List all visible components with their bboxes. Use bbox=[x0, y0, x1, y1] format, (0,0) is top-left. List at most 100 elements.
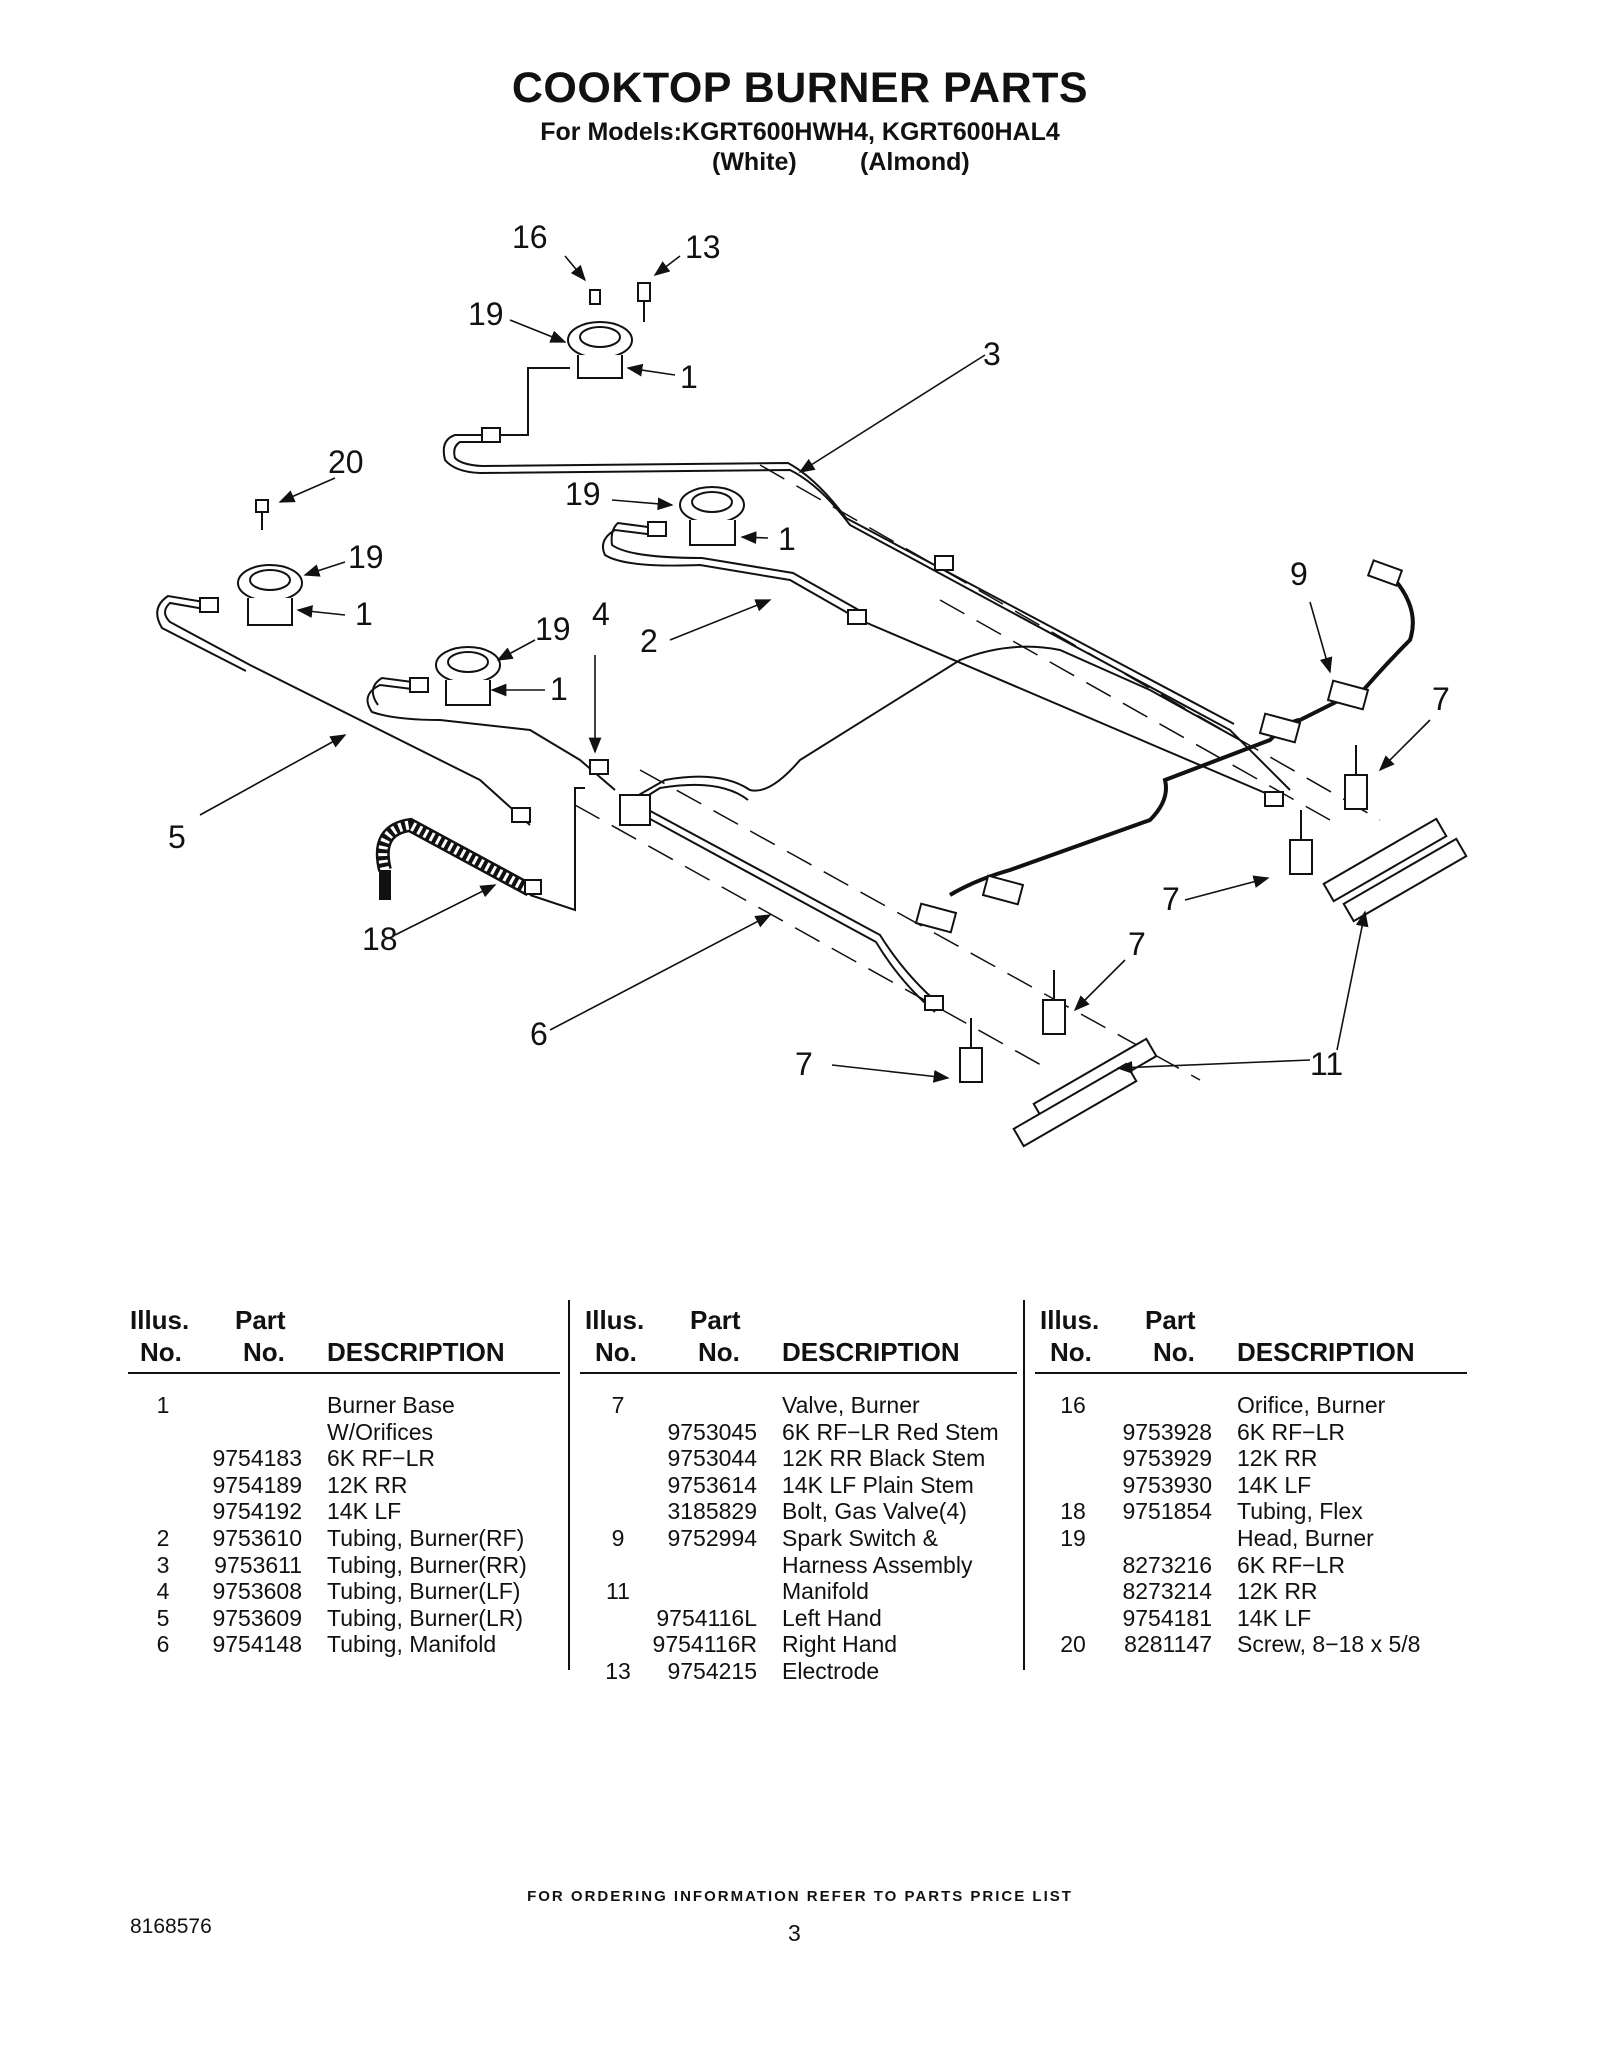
part-description: Burner Base bbox=[327, 1392, 455, 1418]
part-header: Part bbox=[1145, 1305, 1196, 1335]
fittings bbox=[199, 427, 1284, 1011]
part-description: Valve, Burner bbox=[782, 1392, 920, 1418]
spark-harness-wire bbox=[948, 578, 1415, 897]
part-description: Manifold bbox=[782, 1578, 869, 1605]
illus-number: 18 bbox=[1060, 1498, 1086, 1525]
illus-number: 13 bbox=[605, 1658, 631, 1684]
part-description: 6K RF−LR bbox=[1237, 1551, 1346, 1578]
illus-number: 9 bbox=[611, 1525, 625, 1551]
flex-tubing bbox=[375, 787, 585, 912]
part-number: 9753045 bbox=[667, 1418, 757, 1445]
callout-7: 7 bbox=[1128, 926, 1146, 962]
page-title: COOKTOP BURNER PARTS bbox=[511, 64, 1089, 112]
part-number: 8281147 bbox=[1124, 1631, 1212, 1658]
part-description: 12K RR bbox=[327, 1471, 408, 1498]
part-number: 9751854 bbox=[1122, 1498, 1212, 1525]
part-number: 3185829 bbox=[667, 1498, 757, 1525]
part-no-header: No. bbox=[1153, 1337, 1195, 1367]
part-description: Spark Switch & bbox=[782, 1525, 938, 1551]
part-number: 9753611 bbox=[214, 1551, 302, 1578]
column-divider bbox=[1023, 1300, 1025, 1670]
callout-19: 19 bbox=[535, 611, 571, 647]
callout-19: 19 bbox=[468, 296, 504, 332]
part-number: 9754116L bbox=[656, 1604, 757, 1631]
part-description: Orifice, Burner bbox=[1237, 1392, 1386, 1418]
illus-no-header: No. bbox=[140, 1337, 182, 1367]
illus-number: 19 bbox=[1060, 1525, 1086, 1551]
part-number: 9754181 bbox=[1122, 1604, 1212, 1631]
part-description: 6K RF−LR Red Stem bbox=[782, 1418, 999, 1445]
part-number: 9754189 bbox=[212, 1471, 302, 1498]
part-description: 14K LF Plain Stem bbox=[782, 1471, 974, 1498]
callout-11: 11 bbox=[1310, 1046, 1343, 1082]
part-number: 9753610 bbox=[212, 1525, 302, 1551]
callout-6: 6 bbox=[530, 1016, 548, 1052]
exploded-parts-diagram: 16 13 19 1 3 20 19 1 19 1 9 19 4 2 1 7 5… bbox=[156, 219, 1468, 1148]
part-no-header: No. bbox=[243, 1337, 285, 1367]
part-number: 9753930 bbox=[1122, 1471, 1212, 1498]
illus-number: 7 bbox=[611, 1392, 625, 1418]
part-description: W/Orifices bbox=[327, 1418, 434, 1445]
illus-number: 3 bbox=[156, 1551, 170, 1578]
callout-labels: 16 13 19 1 3 20 19 1 19 1 9 19 4 2 1 7 5… bbox=[168, 219, 1450, 1082]
part-number: 9754183 bbox=[212, 1445, 302, 1472]
callout-19: 19 bbox=[565, 476, 601, 512]
illus-number: 6 bbox=[156, 1631, 170, 1658]
part-description: 14K LF bbox=[1237, 1604, 1312, 1631]
part-number: 9753609 bbox=[212, 1604, 302, 1631]
callout-19: 19 bbox=[348, 539, 384, 575]
part-description: Tubing, Manifold bbox=[327, 1631, 497, 1658]
illus-number: 11 bbox=[606, 1578, 630, 1605]
header-rule bbox=[1035, 1372, 1467, 1374]
illus-number: 5 bbox=[156, 1604, 170, 1631]
part-number: 9753608 bbox=[212, 1578, 302, 1605]
orifice-part bbox=[589, 289, 601, 305]
header-rule bbox=[580, 1372, 1017, 1374]
part-description: 12K RR bbox=[1237, 1578, 1318, 1605]
electrode-part bbox=[637, 282, 651, 302]
illus-number: 4 bbox=[156, 1578, 170, 1605]
part-description: 12K RR Black Stem bbox=[782, 1445, 986, 1472]
description-header: DESCRIPTION bbox=[1237, 1337, 1415, 1367]
part-number: 9752994 bbox=[667, 1525, 757, 1551]
part-description: Bolt, Gas Valve(4) bbox=[782, 1498, 967, 1525]
part-description: Electrode bbox=[782, 1658, 880, 1684]
part-description: Tubing, Burner(RR) bbox=[327, 1551, 527, 1578]
part-description: Harness Assembly bbox=[782, 1551, 973, 1578]
part-description: 12K RR bbox=[1237, 1445, 1318, 1472]
part-description: Tubing, Burner(LF) bbox=[327, 1578, 521, 1605]
illus-number: 2 bbox=[156, 1525, 170, 1551]
ordering-note: FOR ORDERING INFORMATION REFER TO PARTS … bbox=[527, 1888, 1073, 1905]
illus-number: 1 bbox=[156, 1392, 170, 1418]
part-description: 14K LF bbox=[327, 1498, 402, 1525]
page-number: 3 bbox=[788, 1920, 801, 1946]
header-rule bbox=[128, 1372, 560, 1374]
part-number: 9754192 bbox=[212, 1498, 302, 1525]
callout-13: 13 bbox=[685, 229, 721, 265]
part-description: 6K RF−LR bbox=[1237, 1418, 1346, 1445]
part-number: 9753929 bbox=[1122, 1445, 1212, 1472]
part-description: Tubing, Burner(LR) bbox=[327, 1604, 524, 1631]
part-description: Right Hand bbox=[782, 1631, 898, 1658]
part-number: 9753614 bbox=[667, 1471, 757, 1498]
document-number: 8168576 bbox=[130, 1915, 212, 1938]
screw-part bbox=[255, 499, 269, 513]
callout-5: 5 bbox=[168, 819, 186, 855]
part-description: Tubing, Burner(RF) bbox=[327, 1525, 525, 1551]
part-number: 9754215 bbox=[667, 1658, 757, 1684]
callout-4: 4 bbox=[592, 596, 610, 632]
callout-7: 7 bbox=[1432, 681, 1450, 717]
burner-rr bbox=[567, 321, 633, 379]
callout-9: 9 bbox=[1290, 556, 1308, 592]
part-number: 9753928 bbox=[1122, 1418, 1212, 1445]
part-number: 9753044 bbox=[667, 1445, 757, 1472]
harness-connector bbox=[1366, 559, 1404, 587]
burner-lr bbox=[237, 564, 303, 626]
part-number: 8273214 bbox=[1122, 1578, 1212, 1605]
part-number: 9754148 bbox=[212, 1631, 302, 1658]
part-description: Left Hand bbox=[782, 1604, 882, 1631]
part-number: 8273216 bbox=[1122, 1551, 1212, 1578]
illus-number: 20 bbox=[1060, 1631, 1086, 1658]
callout-7: 7 bbox=[1162, 881, 1180, 917]
callout-20: 20 bbox=[328, 444, 364, 480]
